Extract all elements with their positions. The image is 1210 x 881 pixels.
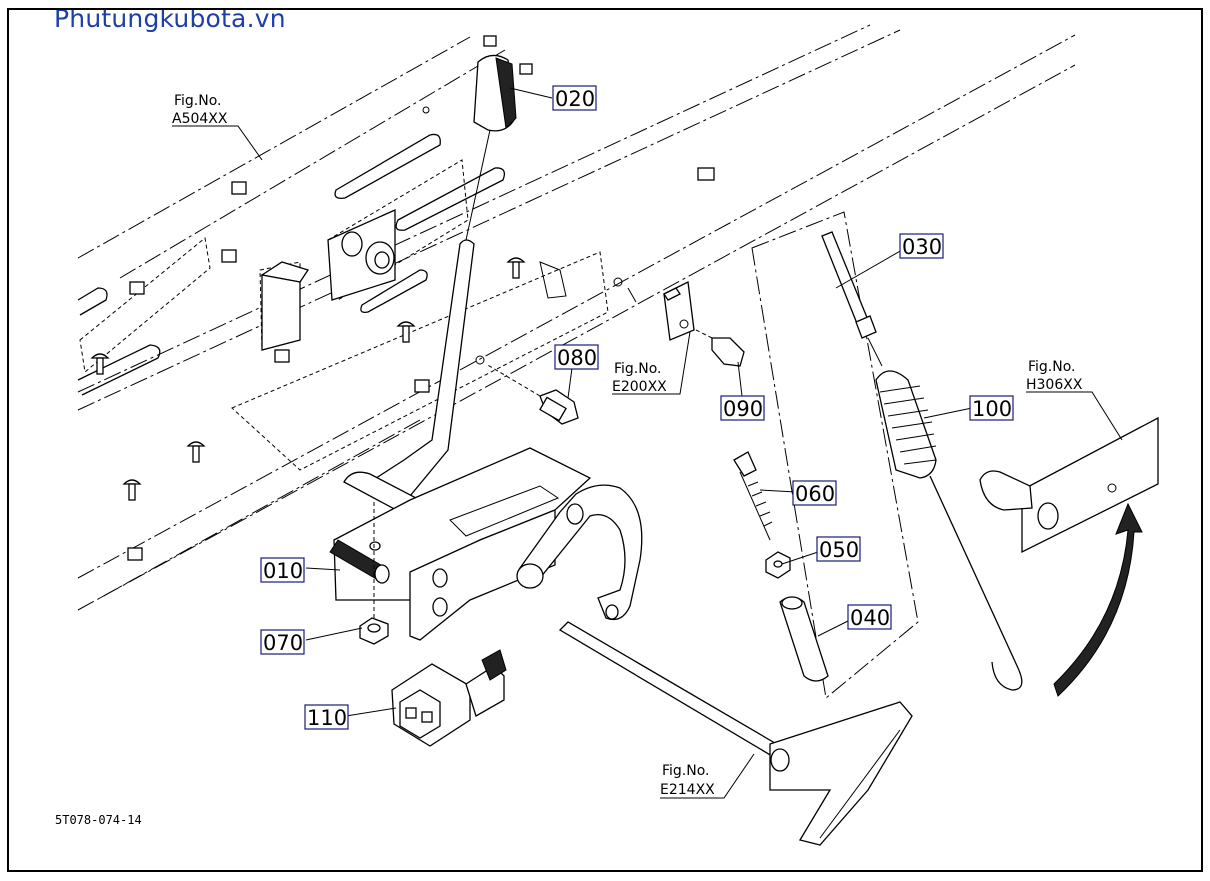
callout-080: 080 [554,344,599,370]
part-label: 070 [263,631,303,655]
callout-110: 110 [304,704,349,730]
part-label: 090 [723,397,763,421]
bushing-plate [327,208,396,301]
link-rod [558,621,913,846]
figref-prefix: Fig.No. [174,93,222,109]
frame-bolts [90,257,526,501]
callout-090: 090 [720,395,765,421]
callout-070: 070 [260,629,305,655]
part-label: 050 [819,538,859,562]
part-label: 010 [263,559,303,583]
panel-slots [77,133,506,396]
bracket-010 [329,447,592,641]
part-label: 080 [557,346,597,370]
spring-100 [875,370,1023,691]
part-label: 040 [850,606,890,630]
nut-070 [359,500,389,645]
switch-110 [391,649,507,747]
part-label: 100 [972,397,1012,421]
drawing-code: 5T078-074-14 [55,813,142,827]
callout-010: 010 [260,557,305,583]
figref-e200: Fig.No. E200XX [612,361,667,395]
part-label: 110 [307,706,347,730]
rod-030 [821,231,883,367]
mount-block [260,261,310,363]
h306-bar [979,416,1159,554]
drawing-frame [7,8,1203,872]
figref-prefix: Fig.No. [662,763,710,779]
callout-060: 060 [792,480,837,506]
callout-050: 050 [816,536,861,562]
callout-100: 100 [969,395,1014,421]
part-label: 030 [902,235,942,259]
frame-nuts [127,35,715,561]
frame-rails [77,24,1076,611]
figref-h306: Fig.No. H306XX [1026,359,1083,393]
figref-code: E200XX [612,379,667,395]
figref-prefix: Fig.No. [614,361,662,377]
spring-060 [733,451,773,541]
part-label: 060 [795,482,835,506]
figref-code: E214XX [660,782,715,798]
callout-020: 020 [552,85,597,111]
spring-group-box [751,211,919,699]
part-label: 020 [555,87,595,111]
clip-plate [539,261,695,341]
nut-050 [765,551,791,579]
leader-lines [172,87,1123,799]
figref-e214: Fig.No. E214XX [660,763,715,798]
bolt-090 [687,325,745,367]
rotation-arrow [1053,502,1143,697]
spacer-040 [779,596,829,682]
figref-prefix: Fig.No. [1028,359,1076,375]
lever-knob-020 [465,54,517,241]
figref-code: A504XX [172,111,228,127]
figref-code: H306XX [1026,377,1083,393]
figref-a504: Fig.No. A504XX [172,93,228,127]
callout-040: 040 [847,604,892,630]
callout-030: 030 [899,233,944,259]
bolt-080 [485,363,579,425]
dotted-plates [79,159,609,471]
hook-plate [516,484,643,621]
